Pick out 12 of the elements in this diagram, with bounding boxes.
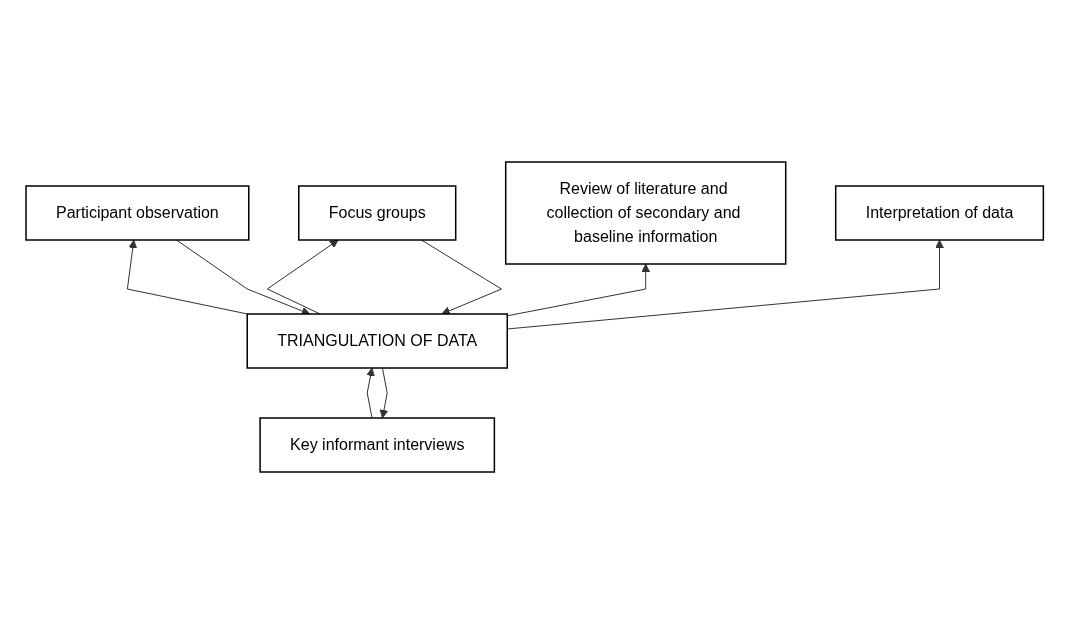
arrow xyxy=(126,239,248,315)
node-box: Review of literature and collection of secondary and baseline information xyxy=(504,161,787,265)
node-box: Focus groups xyxy=(297,185,457,241)
node-box: Interpretation of data xyxy=(834,185,1044,241)
arrow xyxy=(366,367,375,419)
node-box: Key informant interviews xyxy=(259,417,495,473)
arrow xyxy=(266,239,339,315)
arrow xyxy=(379,367,389,419)
arrow xyxy=(506,239,944,330)
arrow xyxy=(506,263,650,317)
node-box: TRIANGULATION OF DATA xyxy=(246,313,508,369)
node-box: Participant observation xyxy=(25,185,250,241)
